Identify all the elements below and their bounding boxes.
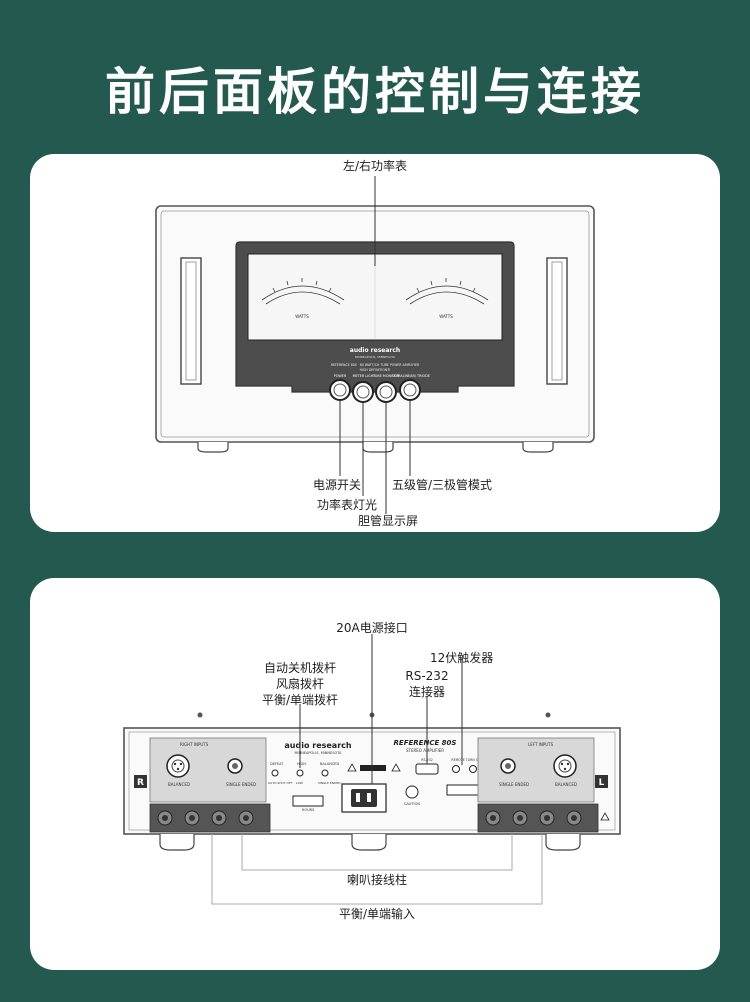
rs232-callout: RS-232 连接器 xyxy=(397,668,457,700)
mode-callout: 五级管/三极管模式 xyxy=(392,478,493,492)
hours-label: HOURS xyxy=(302,808,315,812)
left-single-label: SINGLE ENDED xyxy=(499,782,529,787)
power-callout: 电源开关 xyxy=(313,478,362,492)
switch-sub-low: LOW xyxy=(296,781,303,785)
trigger-callout: 12伏触发器 xyxy=(430,651,494,665)
top-screws xyxy=(197,712,551,718)
rear-panel-illustration: R L RIGHT INPUTS BALANCED SINGLE ENDED D… xyxy=(123,634,621,905)
right-meter-unit: WATTS xyxy=(439,314,453,319)
inputs-callout: 平衡/单端输入 xyxy=(338,907,416,921)
power-knob[interactable] xyxy=(329,379,351,401)
hours-meter xyxy=(292,795,324,807)
trigger-jacks[interactable]: REMOTE TURN ON xyxy=(451,758,481,773)
warning-icons xyxy=(347,763,401,772)
right-balanced-label: BALANCED xyxy=(168,782,190,787)
front-brand-sub: MINNEAPOLIS, MINNESOTA xyxy=(355,355,396,359)
left-balanced-label: BALANCED xyxy=(555,782,577,787)
switch-label-defeat: DEFEAT xyxy=(270,762,284,766)
meter-light-knob[interactable] xyxy=(352,381,374,403)
right-handle xyxy=(546,257,568,385)
left-inputs-label: LEFT INPUTS xyxy=(528,742,554,747)
switch-label-balanced: BALANCED xyxy=(320,762,339,766)
rs232-callout-line1: RS-232 xyxy=(405,669,449,683)
channel-r: R xyxy=(137,778,144,788)
knob-label-mode: ULTRALINEAR/ TRIODE xyxy=(392,374,430,378)
left-meter xyxy=(261,278,345,305)
switches-callout-line2: 风扇拨杆 xyxy=(275,677,324,691)
switch-sub-single: SINGLE ENDED xyxy=(318,781,341,785)
rear-brand-sub: MINNEAPOLIS, MINNESOTA xyxy=(295,751,343,755)
page-title: 前后面板的控制与连接 xyxy=(105,63,645,121)
rear-model: REFERENCE 80S xyxy=(394,739,457,747)
power-inlet-callout: 20A电源接口 xyxy=(336,621,408,635)
front-model-line2: HIGH DEFINITION® xyxy=(360,368,391,372)
front-model-line: REFERENCE 80S · 80 WATT/CH TUBE POWER AM… xyxy=(331,363,420,367)
power-inlet[interactable] xyxy=(341,783,387,813)
caution-label: CAUTION xyxy=(404,802,420,806)
ground-post[interactable] xyxy=(405,785,419,799)
switches-callout-line1: 自动关机拨杆 xyxy=(263,661,336,675)
front-brand: audio research xyxy=(350,347,400,354)
bracket-lines xyxy=(211,834,543,905)
rear-feet xyxy=(159,834,581,851)
knob-label-tube-monitor: TUBE MONITOR xyxy=(372,374,400,378)
switch-label-high: HIGH xyxy=(297,762,306,766)
knob-label-power: POWER xyxy=(334,374,347,378)
left-inputs-block: LEFT INPUTS SINGLE ENDED BALANCED xyxy=(477,737,595,803)
tube-display-callout: 胆管显示屏 xyxy=(358,514,419,528)
left-xlr-input[interactable] xyxy=(553,754,577,778)
right-inputs-block: RIGHT INPUTS BALANCED SINGLE ENDED xyxy=(149,737,267,803)
right-meter xyxy=(405,278,489,305)
mode-knob[interactable] xyxy=(399,379,421,401)
front-panel-card: WATTS WATTS audio research MINNEAPOLIS, … xyxy=(30,154,720,532)
rear-model-sub: STEREO AMPLIFIER xyxy=(406,748,444,753)
front-feet xyxy=(197,442,554,453)
rs232-callout-line2: 连接器 xyxy=(408,685,445,699)
rear-brand: audio research xyxy=(284,741,351,750)
switch-sub-auto: AUTO SHUT OFF xyxy=(268,781,293,785)
remote-label: REMOTE TURN ON xyxy=(451,758,481,762)
channel-l: L xyxy=(599,778,605,788)
rear-panel-card: R L RIGHT INPUTS BALANCED SINGLE ENDED D… xyxy=(30,578,720,970)
meters-callout: 左/右功率表 xyxy=(342,159,408,173)
speaker-terminals-callout: 喇叭接线柱 xyxy=(346,873,407,887)
knob-label-meter-light: METER LIGHT xyxy=(353,374,377,378)
right-inputs-label: RIGHT INPUTS xyxy=(180,742,209,747)
right-xlr-input[interactable] xyxy=(166,754,190,778)
switches-callout: 自动关机拨杆 风扇拨杆 平衡/单端拨杆 xyxy=(240,660,360,708)
right-single-label: SINGLE ENDED xyxy=(226,782,256,787)
left-handle xyxy=(180,257,202,385)
meter-light-callout: 功率表灯光 xyxy=(317,498,378,512)
left-speaker-terminals[interactable] xyxy=(477,803,599,833)
right-speaker-terminals[interactable] xyxy=(149,803,271,833)
tube-monitor-knob[interactable] xyxy=(375,381,397,403)
front-panel-illustration: WATTS WATTS audio research MINNEAPOLIS, … xyxy=(155,176,595,514)
toggle-switches[interactable]: DEFEAT HIGH BALANCED AUTO SHUT OFF LOW S… xyxy=(268,762,341,785)
switches-callout-line3: 平衡/单端拨杆 xyxy=(261,693,339,707)
left-meter-unit: WATTS xyxy=(295,314,309,319)
